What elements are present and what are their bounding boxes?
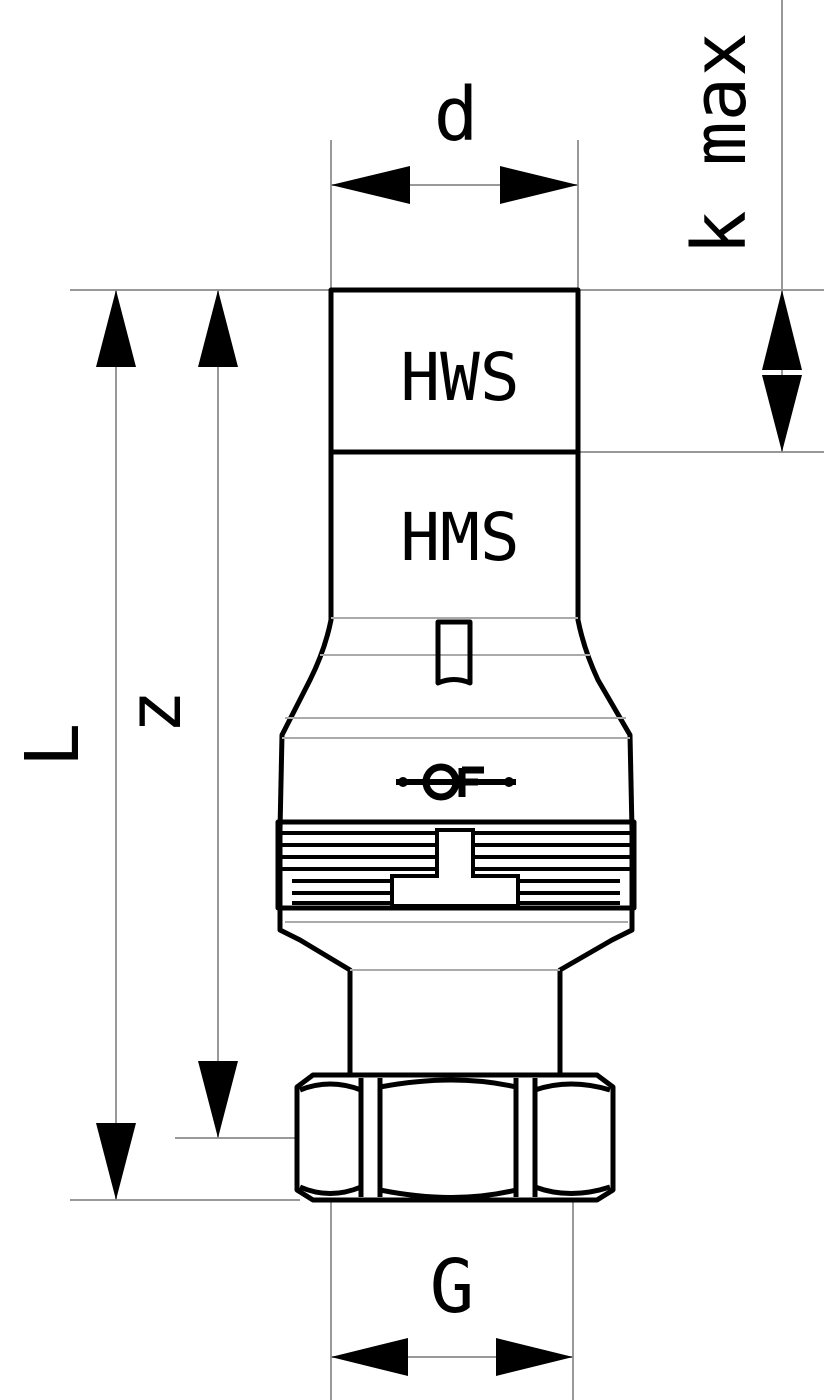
arrow-up-icon bbox=[96, 290, 136, 367]
label-L: L bbox=[10, 723, 96, 768]
label-z: z bbox=[112, 690, 198, 735]
label-k-max: k max bbox=[677, 32, 763, 255]
gf-logo-icon bbox=[396, 763, 516, 801]
arrow-down-icon bbox=[762, 375, 802, 452]
arrow-up-icon bbox=[762, 290, 802, 370]
dimension-k-max: k max bbox=[578, 0, 824, 453]
fitting-body: HWS HMS bbox=[275, 287, 637, 1203]
marking-hms: HMS bbox=[400, 499, 519, 576]
marking-hws: HWS bbox=[400, 339, 519, 416]
inspection-window bbox=[435, 619, 473, 686]
arrow-right-icon bbox=[496, 1338, 573, 1376]
dimension-d: d bbox=[330, 72, 579, 290]
hex-nut bbox=[294, 1072, 616, 1203]
arrow-right-icon bbox=[500, 166, 578, 204]
label-G: G bbox=[430, 1244, 475, 1330]
dimension-z: z bbox=[112, 290, 297, 1139]
arrow-up-icon bbox=[198, 290, 238, 367]
arrow-down-icon bbox=[198, 1061, 238, 1138]
dimension-L: L bbox=[10, 289, 331, 1201]
arrow-left-icon bbox=[331, 166, 410, 204]
arrow-left-icon bbox=[331, 1338, 408, 1376]
arrow-down-icon bbox=[96, 1123, 136, 1200]
label-d: d bbox=[434, 72, 479, 158]
dimension-G: G bbox=[330, 1200, 574, 1400]
